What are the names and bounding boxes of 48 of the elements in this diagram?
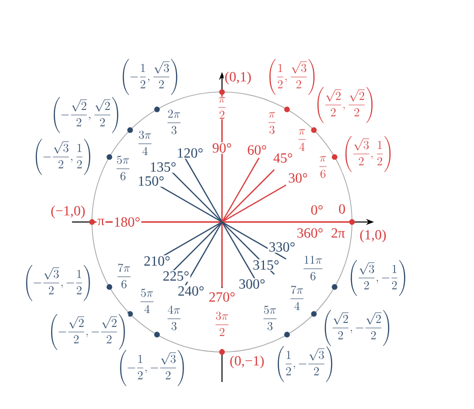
coordinate-label: (0,−1) [228,354,266,370]
radian-label: $\frac{3\pi}{4}$ [136,130,154,156]
degree-label: 120° [176,147,204,159]
coordinate-label: (0,1) [224,70,252,86]
radian-label: $\frac{4\pi}{3}$ [166,305,182,331]
radian-label: $\frac{7\pi}{6}$ [116,263,132,289]
radian-label: 0 [338,203,346,215]
coordinate-label: $\left(\frac{\sqrt{3}}{2},-\frac{1}{2}\right)$ [347,260,409,296]
radian-label: $\frac{5\pi}{6}$ [114,155,132,181]
radian-label: $\frac{3\pi}{2}$ [214,311,230,337]
radian-label: $\frac{\pi}{3}$ [266,112,278,134]
radian-label: $\frac{\pi}{6}$ [318,156,328,178]
radian-label: $\frac{\pi}{4}$ [296,128,308,152]
degree-label: 225° [162,270,190,282]
coordinate-label: $\left(-\frac{\sqrt{2}}{2},-\frac{\sqrt{2}}{2}\right)$ [48,313,128,350]
degree-label: 0° [310,204,324,216]
radian-label: $\frac{5\pi}{3}$ [262,305,278,331]
radian-label: $\frac{5\pi}{4}$ [138,288,156,314]
coordinate-label: $\left(-\frac{1}{2},-\frac{\sqrt{3}}{2}\right)$ [116,349,188,386]
coordinate-label: (1,0) [358,228,388,244]
coordinate-label: (−1,0) [50,204,86,220]
coordinate-label: $\left(-\frac{\sqrt{2}}{2},\frac{\sqrt{2}}{2}\right)$ [50,96,122,134]
degree-label: 360° [296,227,324,239]
degree-label: 30° [287,172,309,184]
degree-label: 90° [211,142,233,154]
degree-label: 135° [148,161,178,173]
degree-label: 180° [112,216,142,228]
coordinate-label: $\left(-\frac{\sqrt{3}}{2},\frac{1}{2}\right)$ [32,138,94,176]
degree-label: 330° [268,241,296,253]
radian-label: $\frac{7\pi}{4}$ [288,285,306,311]
degree-label: 315° [252,259,280,271]
radian-label: π [96,218,106,226]
degree-label: 60° [246,144,268,156]
coordinate-label: $\left(-\frac{1}{2},\frac{\sqrt{3}}{2}\right)$ [119,58,181,96]
degree-label: 210° [142,255,172,267]
degree-label: 270° [208,291,236,303]
coordinate-label: $\left(\frac{\sqrt{3}}{2},\frac{1}{2}\right)$ [342,136,394,172]
radian-label: $\frac{\pi}{2}$ [216,96,228,120]
degree-label: 150° [136,175,166,187]
coordinate-label: $\left(\frac{1}{2},-\frac{\sqrt{3}}{2}\right)$ [274,345,336,382]
degree-label: 45° [272,152,294,164]
radian-label: 2π [330,227,346,239]
degree-label: 240° [176,285,206,297]
coordinate-label: $\left(\frac{\sqrt{2}}{2},-\frac{\sqrt{2}}{2}\right)$ [321,309,393,346]
radian-label: $\frac{11\pi}{6}$ [302,255,324,281]
degree-label: 300° [238,278,266,290]
coordinate-label: $\left(-\frac{\sqrt{3}}{2},-\frac{1}{2}\right)$ [22,264,94,302]
radian-label: $\frac{2\pi}{3}$ [166,109,182,135]
